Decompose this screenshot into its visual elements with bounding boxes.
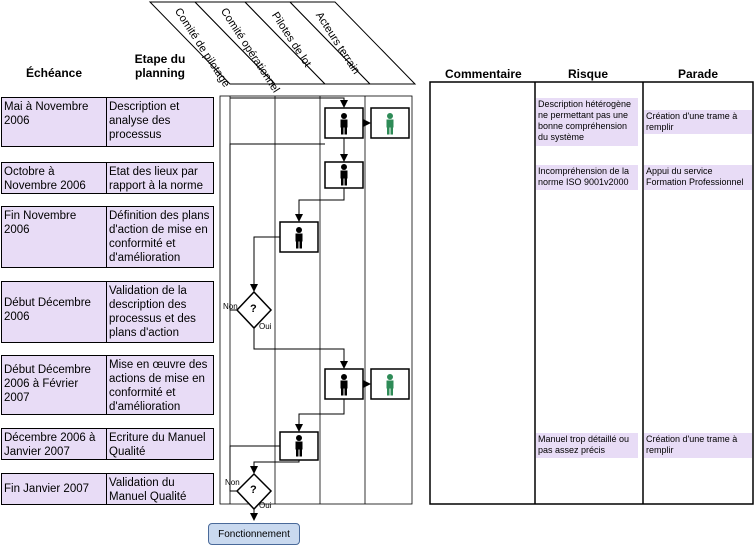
echeance-cell-3: Fin Novembre 2006 — [1, 206, 107, 268]
echeance-cell-5: Début Décembre 2006 à Février 2007 — [1, 355, 107, 415]
right-table — [429, 81, 754, 505]
etape-cell-7: Validation du Manuel Qualité — [106, 473, 214, 505]
echeance-cell-6: Décembre 2006 à Janvier 2007 — [1, 428, 107, 460]
etape-cell-1: Description et analyse des processus — [106, 97, 214, 147]
header-echeance: Échéance — [26, 66, 83, 80]
echeance-cell-4: Début Décembre 2006 — [1, 281, 107, 343]
etape-cell-5: Mise en œuvre des actions de mise en con… — [106, 355, 214, 415]
decision-yes-label-1: Oui — [259, 322, 272, 331]
etape-cell-6: Ecriture du Manuel Qualité — [106, 428, 214, 460]
header-risque: Risque — [568, 67, 609, 81]
etape-cell-2: Etat des lieux par rapport à la norme — [106, 162, 214, 194]
actor-header-group — [148, 1, 417, 85]
actor-header-4 — [288, 1, 417, 85]
echeance-cell-2: Octobre à Novembre 2006 — [1, 162, 107, 194]
echeance-cell-7: Fin Janvier 2007 — [1, 473, 107, 505]
etape-cell-3: Définition des plans d'action de mise en… — [106, 206, 214, 268]
risque-note-2: Incompréhension de la norme ISO 9001v200… — [536, 165, 638, 190]
decision-diamond-2 — [235, 472, 273, 511]
header-parade: Parade — [678, 67, 719, 81]
fonctionnement-button[interactable]: Fonctionnement — [208, 523, 300, 545]
decision-no-label-2: Non — [225, 478, 240, 487]
connectors — [229, 97, 371, 521]
risque-note-1: Description hétérogène ne permettant pas… — [536, 98, 638, 146]
header-etape: Etape du planning — [134, 52, 186, 80]
etape-cell-4: Validation de la description des process… — [106, 281, 214, 343]
parade-note-1: Création d'une trame à remplir — [644, 110, 752, 134]
decision-symbol-2: ? — [250, 484, 257, 496]
swimlanes — [219, 95, 413, 505]
risque-note-3: Manuel trop détaillé ou pas assez précis — [536, 433, 638, 458]
parade-note-2: Appui du service Formation Professionnel — [644, 165, 752, 190]
decision-yes-label-2: Oui — [259, 501, 272, 510]
echeance-cell-1: Mai à Novembre 2006 — [1, 97, 107, 147]
decision-diamond-1 — [235, 290, 273, 330]
decision-no-label-1: Non — [223, 302, 238, 311]
decision-symbol-1: ? — [250, 303, 257, 315]
parade-note-3: Création d'une trame à remplir — [644, 433, 752, 458]
header-commentaire: Commentaire — [445, 67, 522, 81]
